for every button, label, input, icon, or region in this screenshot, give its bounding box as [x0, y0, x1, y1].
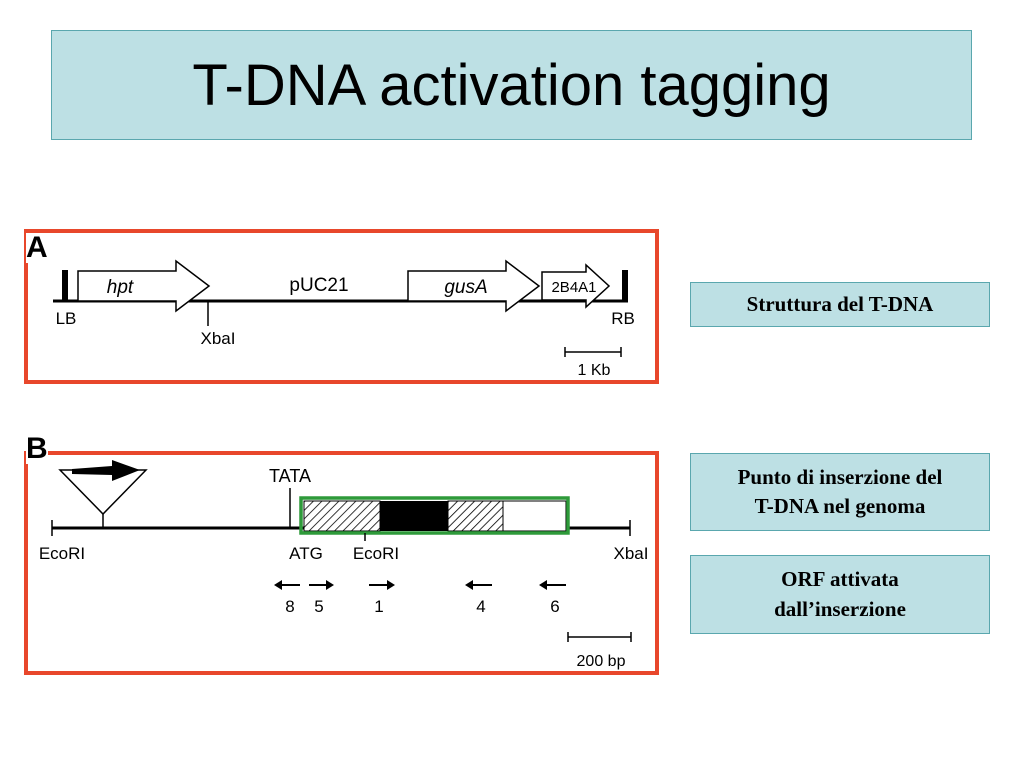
enhancer-direction-arrow	[72, 460, 140, 481]
primer-6-arrow	[539, 580, 566, 590]
primer-label: 4	[476, 597, 485, 616]
primer-4-arrow	[465, 580, 492, 590]
tag-2b4a1-label: 2B4A1	[551, 279, 596, 296]
rb-border-marker	[622, 270, 628, 301]
hpt-label: hpt	[107, 277, 134, 298]
primer-1-arrow	[369, 580, 395, 590]
utr-hatched-right	[447, 500, 504, 532]
rb-label: RB	[611, 309, 635, 328]
activated-orf-box	[299, 496, 570, 535]
xbai-right-label: XbaI	[614, 544, 649, 563]
primer-label: 6	[550, 597, 559, 616]
orf-white-block	[502, 500, 567, 532]
gusa-label: gusA	[444, 277, 487, 298]
panel-a-tdna-structure: hpt XbaI pUC21 gusA 2B4A1 LB RB 1 Kb	[24, 229, 659, 384]
panel-b-diagram: TATA EcoRI ATG EcoRI XbaI	[39, 460, 649, 670]
utr-hatched-left	[303, 500, 381, 532]
puc21-label: pUC21	[289, 275, 348, 296]
callout-tdna-structure: Struttura del T-DNA	[690, 282, 990, 327]
scale-bar-1kb	[564, 347, 622, 357]
primer-8-arrow	[274, 580, 300, 590]
scale-label-200bp: 200 bp	[577, 653, 626, 670]
panel-b-letter: B	[26, 432, 48, 465]
lb-border-marker	[62, 270, 68, 301]
panel-a-letter: A	[26, 231, 48, 264]
primer-label: 8	[285, 597, 294, 616]
ecori-mid-label: EcoRI	[353, 544, 399, 563]
xbai-label: XbaI	[201, 329, 236, 348]
exon-coding-block	[380, 501, 448, 531]
panel-b-insertion-site: TATA EcoRI ATG EcoRI XbaI	[24, 451, 659, 675]
primer-label: 1	[374, 597, 383, 616]
tdna-insertion-triangle	[58, 469, 148, 516]
tag-2b4a1-arrow	[541, 263, 611, 309]
primer-5-arrow	[309, 580, 334, 590]
scale-bar-200bp	[567, 632, 632, 642]
page-title: T-DNA activation tagging	[192, 52, 831, 118]
ecori-left-label: EcoRI	[39, 544, 85, 563]
primer-label: 5	[314, 597, 323, 616]
gusa-arrow	[407, 259, 541, 313]
callout-insertion-point: Punto di inserzione del T-DNA nel genoma	[690, 453, 990, 531]
lb-label: LB	[56, 309, 77, 328]
panel-a-diagram: hpt XbaI pUC21 gusA 2B4A1 LB RB 1 Kb	[53, 259, 635, 379]
tata-label: TATA	[269, 466, 311, 486]
callout-activated-orf: ORF attivata dall’inserzione	[690, 555, 990, 634]
scale-label-1kb: 1 Kb	[578, 362, 611, 379]
atg-label: ATG	[289, 544, 323, 563]
hpt-arrow	[77, 259, 211, 313]
title-banner: T-DNA activation tagging	[51, 30, 972, 140]
